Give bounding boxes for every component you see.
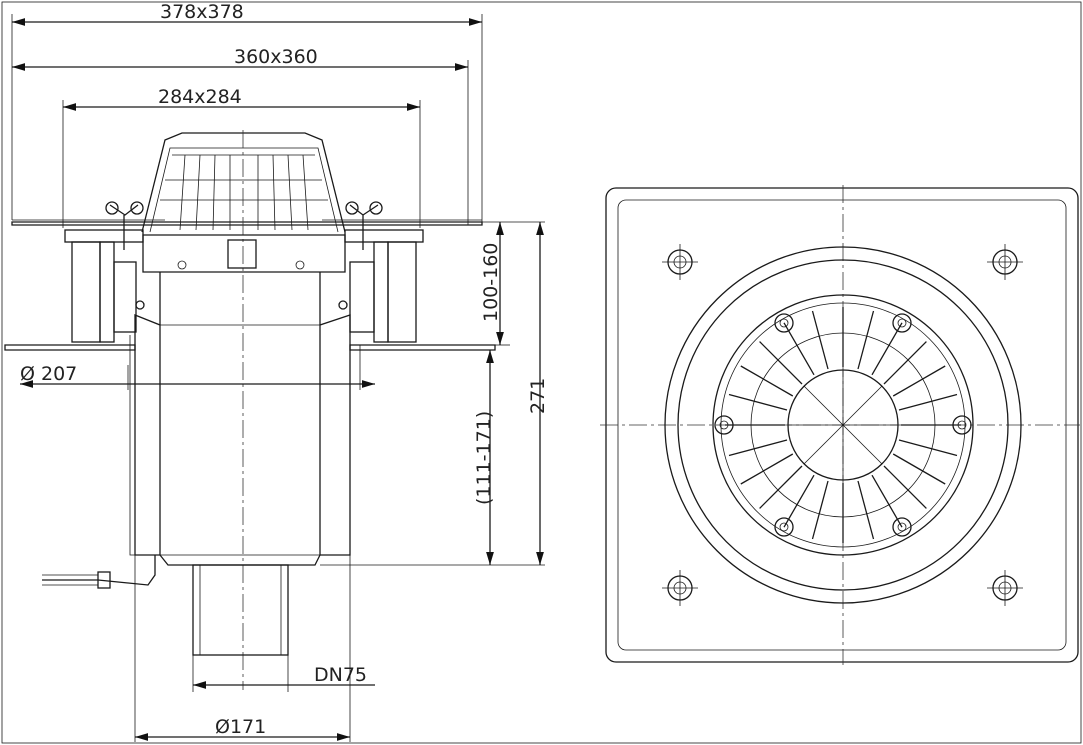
grate-dome <box>141 130 346 690</box>
dim-flange-diameter-label: Ø 207 <box>20 363 77 385</box>
dim-inner-label: 284x284 <box>158 86 242 108</box>
grate-rib <box>857 480 875 540</box>
grate-rib <box>728 439 788 457</box>
grate-center-spoke <box>842 424 883 465</box>
grate-rib <box>898 439 958 457</box>
clamp-ring-right <box>344 201 424 343</box>
grate-rib <box>759 341 803 385</box>
grate-rib <box>892 365 946 397</box>
dimension-depth-range: (111-171) <box>473 350 495 565</box>
grate-rib <box>883 465 927 509</box>
grate-center-spoke <box>842 385 883 426</box>
wing-nut-bottom-right <box>892 517 912 537</box>
dim-height-range-label: 100-160 <box>480 243 502 322</box>
top-view <box>600 185 1080 665</box>
grate-rib <box>783 474 815 528</box>
corner-bolt-bottom-left <box>662 570 698 606</box>
clamp-ring-left <box>64 201 144 343</box>
dim-outlet-label: DN75 <box>314 664 367 686</box>
grate-rib <box>740 365 794 397</box>
clamp-ring-inner <box>677 259 1009 591</box>
dim-middle-label: 360x360 <box>234 46 318 68</box>
grate-rib <box>811 310 829 370</box>
corner-bolt-bottom-right <box>987 570 1023 606</box>
wing-nut-top-left <box>774 313 794 333</box>
dimension-total-height: 271 <box>320 222 549 566</box>
grate-rib <box>871 322 903 376</box>
dimension-outer-width: 378x378 <box>11 1 483 222</box>
dimension-outlet: DN75 <box>192 655 375 692</box>
grate-rim-inner <box>720 302 966 548</box>
dimension-flange-diameter: Ø 207 <box>20 345 375 390</box>
grate-center-spoke <box>803 424 844 465</box>
wing-nut-top-right <box>892 313 912 333</box>
dim-outer-label: 378x378 <box>160 1 244 23</box>
dimension-inner-width: 284x284 <box>62 86 421 228</box>
grate-rib <box>740 453 794 485</box>
grate-rib <box>857 310 875 370</box>
grate-rib <box>811 480 829 540</box>
grate-rib <box>883 341 927 385</box>
dimension-body-diameter: Ø171 <box>134 555 351 742</box>
dim-depth-range-label: (111-171) <box>473 411 495 505</box>
dimension-height-range: 100-160 <box>480 221 545 346</box>
grate-ribs <box>725 307 961 543</box>
corner-bolt-top-right <box>987 244 1023 280</box>
outlet-pipe <box>192 564 289 656</box>
grate-rib <box>759 465 803 509</box>
grate-rib <box>783 322 815 376</box>
grate-rib <box>892 453 946 485</box>
grate-rib <box>728 393 788 411</box>
dim-body-diameter-label: Ø171 <box>215 716 266 738</box>
drain-body <box>129 272 351 566</box>
grate-rib <box>898 393 958 411</box>
grate-center-spoke <box>803 385 844 426</box>
corner-bolt-top-left <box>662 244 698 280</box>
wing-nut-bottom-left <box>774 517 794 537</box>
clamp-ring-outer <box>664 246 1022 604</box>
heating-cable <box>42 555 156 589</box>
side-view: 378x378 360x360 284x284 <box>4 1 549 742</box>
dimension-middle-width: 360x360 <box>12 46 469 225</box>
dim-total-height-label: 271 <box>527 378 549 414</box>
grate-rib <box>871 474 903 528</box>
grate-rim-outer <box>712 294 974 556</box>
